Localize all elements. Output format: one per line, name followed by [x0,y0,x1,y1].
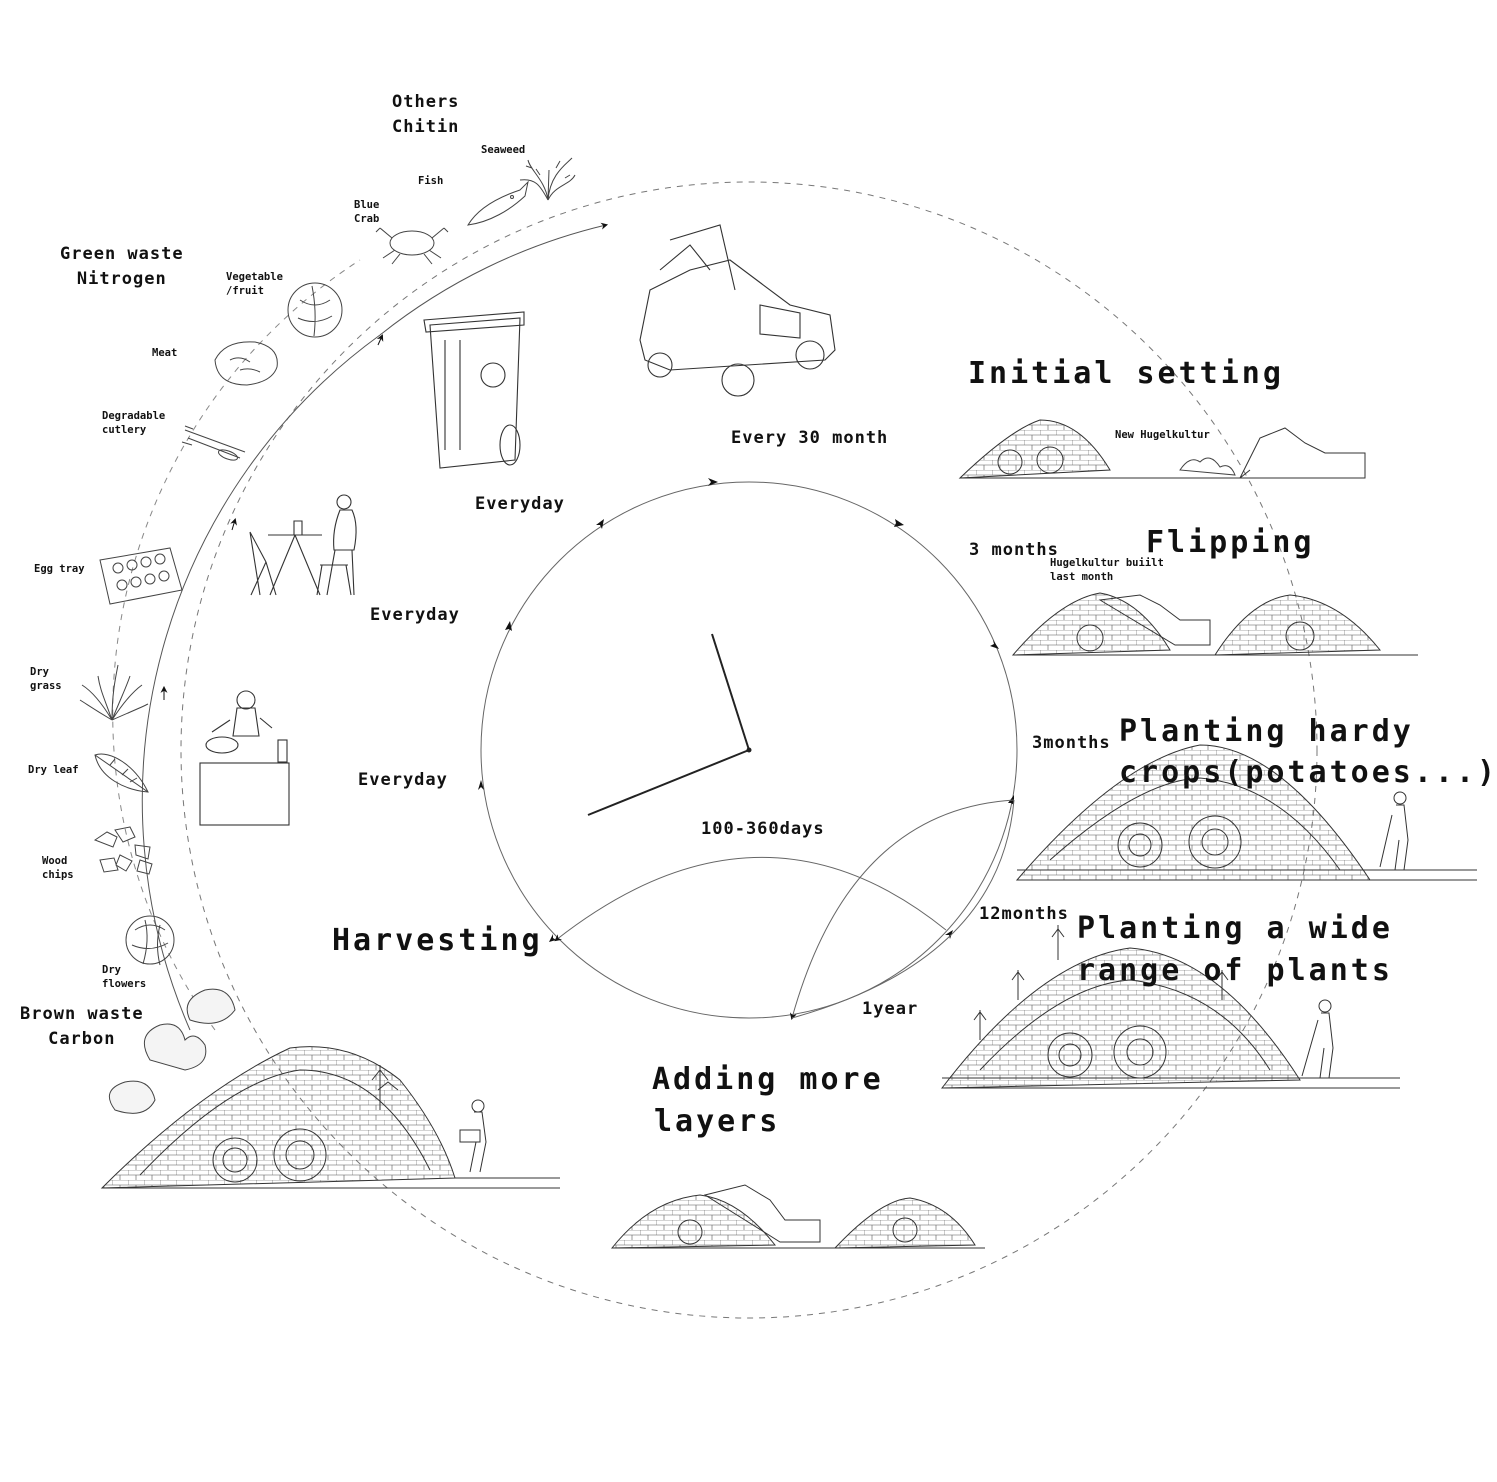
crab-icon [375,227,449,265]
cutlery-icon [181,425,246,461]
stage-flipping: Flipping [1146,525,1315,560]
process-ring [480,481,1018,1019]
stage-planting-wide-1: Planting a wide [1077,911,1393,946]
mound-planting-hardy [1015,744,1477,881]
mound-planting-wide [940,925,1400,1089]
mound-flipping [1011,592,1418,656]
label-dry-flowers: Dry flowers [102,964,147,990]
mound-initial-setting [958,419,1366,479]
label-hugelkultur-last-month: Hugelkultur buiilt last month [1050,557,1164,583]
collection-arc [141,334,381,1031]
label-vegetable: Vegetable /fruit [226,271,283,297]
clock-center [746,747,752,753]
label-everyday-cafe: Everyday [370,605,460,625]
stage-planting-hardy-2: crops(potatoes...) [1119,755,1497,790]
stage-adding-layers-1: Adding more [652,1062,884,1097]
clock-hand-minute [587,749,750,816]
arrow-mark [230,517,237,531]
stage-harvesting: Harvesting [332,923,543,958]
label-dry-leaf: Dry leaf [28,764,79,776]
stage-planting-wide-2: range of plants [1077,953,1393,988]
category-green-waste: Green waste Nitrogen [60,244,184,289]
label-seaweed: Seaweed [481,144,526,156]
label-egg-tray: Egg tray [34,563,85,575]
dry-flowers-icon [125,915,175,966]
label-every-30-month: Every 30 month [731,428,889,448]
category-brown-waste: Brown waste Carbon [20,1004,144,1049]
label-blue-crab: Blue Crab [354,199,380,225]
label-cycle-days: 100-360days [701,819,825,839]
harvest-arc [554,857,947,942]
dry-grass-icon [79,664,149,721]
label-1year: 1year [862,999,919,1019]
cafe-person-icon [249,494,357,596]
compost-bin-icon [423,311,525,469]
mound-harvesting [100,988,560,1189]
adding-arc-2 [791,799,1015,1019]
egg-tray-icon [99,547,183,605]
adding-arc [789,799,1015,1021]
stage-initial-setting: Initial setting [968,356,1284,391]
mound-adding-layers [610,1184,985,1249]
inner-dashed-arc [112,259,361,1031]
meat-icon [214,341,278,386]
stage-planting-hardy-1: Planting hardy [1119,714,1414,749]
category-others: Others Chitin [392,92,460,137]
truck-icon [639,224,836,397]
label-new-hugelkultur: New Hugelkultur [1115,429,1210,441]
label-cutlery: Degradable cutlery [102,410,166,436]
collection-arc-top [379,222,609,336]
vegetable-icon [287,282,343,338]
label-meat: Meat [152,347,178,359]
label-wood-chips: Wood chips [42,855,74,881]
dry-leaf-icon [94,753,149,793]
label-12months: 12months [979,904,1069,924]
label-fish: Fish [418,175,444,187]
kitchen-counter-icon [199,690,290,826]
process-ring-arrows [478,478,1014,942]
label-everyday-kitchen: Everyday [358,770,448,790]
fish-icon [467,180,529,226]
label-3-months: 3 months [969,540,1059,560]
stage-adding-layers-2: layers [654,1104,781,1139]
label-dry-grass: Dry grass [30,666,62,692]
outer-dashed-ring [180,181,1318,1319]
wood-chips-icon [93,826,153,875]
label-everyday-bin: Everyday [475,494,565,514]
label-3months: 3months [1032,733,1111,753]
seaweed-icon [519,157,576,201]
clock-hand-hour [711,633,750,751]
arrow-mark [376,334,384,346]
